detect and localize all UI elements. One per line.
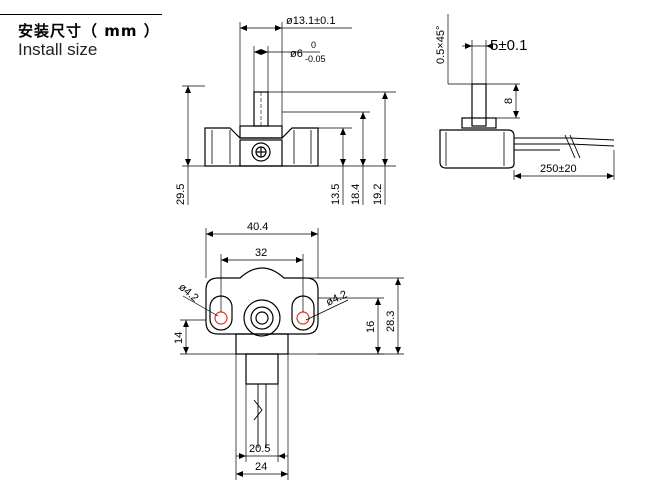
front-shaft [253,91,269,127]
header-rule [0,14,162,15]
rotor-inner [250,306,274,330]
bottom-flange [205,267,319,335]
side-collar [461,117,497,129]
dim-height-28-3: 28.3 [385,311,397,332]
side-dims [447,14,615,180]
title-cn: 安装尺寸（ mm ） [18,22,160,40]
side-view [439,83,615,169]
hole-right [296,311,310,325]
bottom-dims [180,228,404,480]
dim-shaft-tol-upper: 0 [311,40,316,50]
front-collar [239,125,283,139]
hole-left [214,311,228,325]
title-en: Install size [18,40,98,59]
dim-shaft-tol-lower: -0.05 [305,54,326,64]
dim-height-16: 16 [365,321,377,333]
bottom-base [245,353,279,385]
front-dims [182,22,396,205]
front-view [204,91,319,167]
dim-base-24: 24 [255,461,267,473]
dim-lead-length: 250±20 [540,163,577,175]
dim-chamfer: 0.5×45° [435,26,447,64]
dim-flat-depth: 8 [503,98,515,104]
dim-19-2: 19.2 [372,184,384,205]
dim-hole-left: ø4.2 [176,281,201,304]
rotor-circle [251,142,271,162]
dim-total-height: 29.5 [175,184,187,205]
rotor-outer [243,299,281,337]
side-shaft [471,83,487,127]
dim-13-5: 13.5 [330,184,342,205]
dim-shaft-dia: ø6 [290,48,303,60]
dim-overall-width: 40.4 [247,221,268,233]
dim-hole-pitch: 32 [255,247,267,259]
side-body [439,129,515,169]
dim-flat-width: 5±0.1 [490,37,527,54]
dim-flange-dia: ø13.1±0.1 [286,15,335,27]
dim-18-4: 18.4 [350,184,362,205]
front-window [239,139,283,167]
mount-hole-highlights [214,311,310,325]
bottom-view [205,267,319,448]
dim-height-14: 14 [173,332,185,344]
bottom-neck [235,333,289,355]
dim-base-20-5: 20.5 [249,443,270,455]
